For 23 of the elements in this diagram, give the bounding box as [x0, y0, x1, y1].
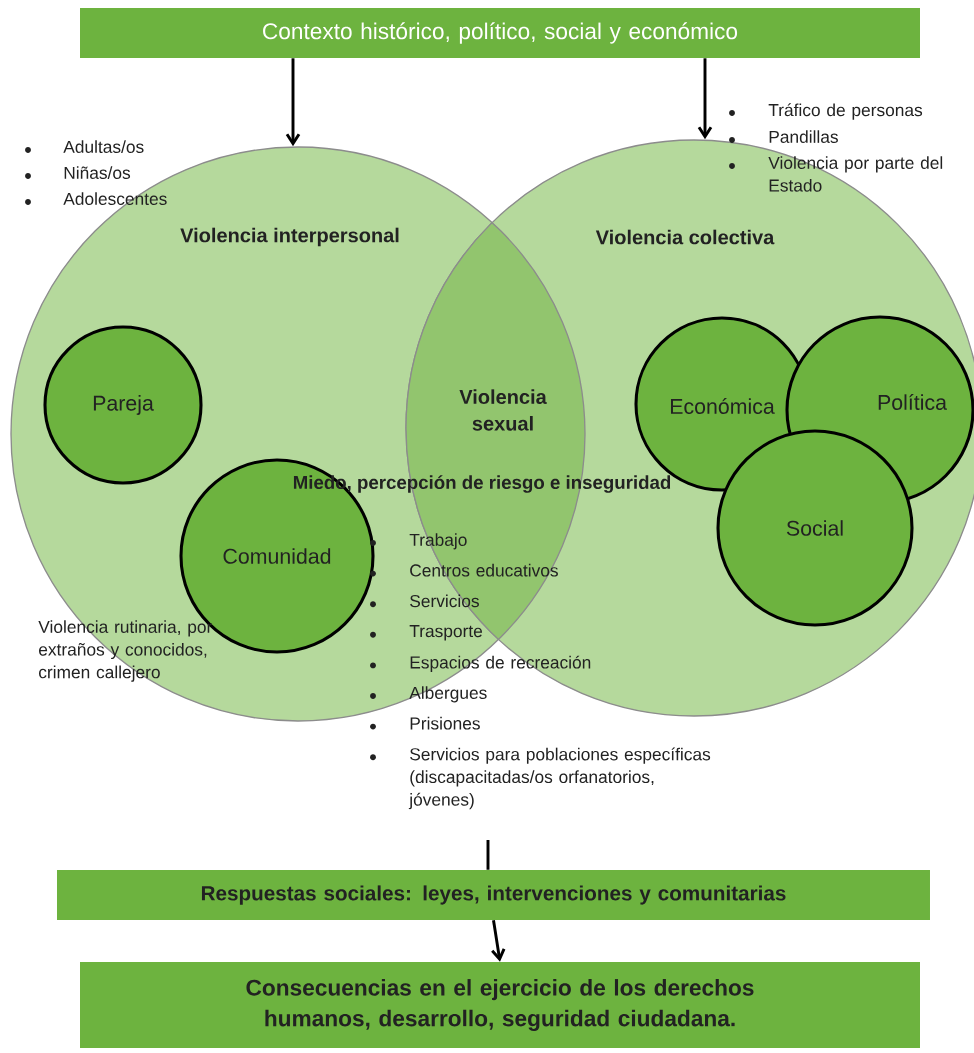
list-item: Tráfico de personas	[768, 103, 923, 120]
banner-box: Respuestas sociales: leyes, intervenciones y comunitarias	[57, 870, 930, 920]
list-item: Centros educativos	[410, 563, 558, 577]
list-item: Espacios de recreación	[410, 655, 591, 673]
banner-box: Contexto histórico, político, social y económico	[80, 8, 920, 58]
arrow	[285, 58, 301, 147]
list-item: Trasporte	[409, 625, 482, 641]
node-label: Política	[878, 394, 947, 410]
list-item: Adultas/os	[63, 140, 144, 153]
list-item: Servicios	[410, 594, 479, 608]
list-item: Albergues	[409, 686, 487, 703]
note: Violencia rutinaria, por extraños y conocidos, crimen callejero	[38, 620, 212, 682]
banner-box: Consecuencias en el ejercicio de los derechos humanos, desarrollo, seguridad ciudadana.	[80, 962, 920, 1048]
list-item: Trabajo	[409, 533, 467, 550]
list-item: Niñas/os	[64, 166, 131, 179]
list-item: Violencia por parte del Estado	[768, 156, 943, 192]
list-item: Prisiones	[410, 716, 480, 730]
list-item: Pandillas	[769, 130, 838, 143]
list-item: Adolescentes	[63, 192, 167, 205]
list-item: Servicios para poblaciones específicas (discapacitadas/os orfanatorios, jóvenes)	[408, 747, 711, 810]
arrow	[491, 920, 506, 962]
arrow	[697, 58, 713, 140]
node-label: Violencia colectiva	[595, 229, 775, 245]
